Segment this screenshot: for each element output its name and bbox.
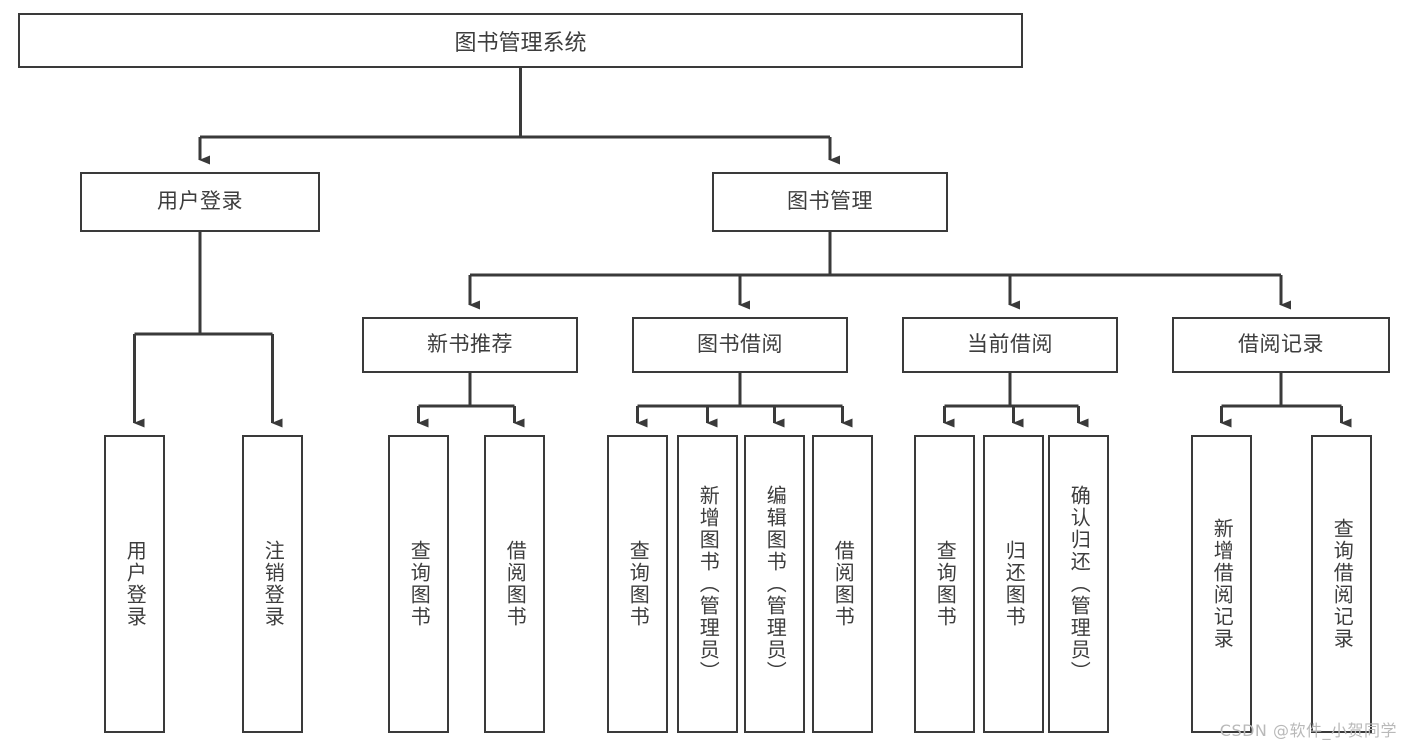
node-root-system[interactable]: 图书管理系统 <box>18 13 1023 68</box>
node-label: 查询图书 <box>626 540 651 628</box>
node-new-book-recommend[interactable]: 新书推荐 <box>362 317 578 373</box>
leaf-leaf-query-book-2[interactable]: 查询图书 <box>607 435 668 733</box>
node-book-borrow[interactable]: 图书借阅 <box>632 317 848 373</box>
node-borrow-record[interactable]: 借阅记录 <box>1172 317 1390 373</box>
watermark: CSDN @软件_小贺同学 <box>1219 721 1397 740</box>
node-label: 编辑图书（管理员） <box>763 485 788 683</box>
leaf-leaf-borrow-book-2[interactable]: 借阅图书 <box>812 435 873 733</box>
leaf-leaf-user-login[interactable]: 用户登录 <box>104 435 165 733</box>
leaf-leaf-query-record[interactable]: 查询借阅记录 <box>1311 435 1372 733</box>
node-label: 注销登录 <box>261 540 286 628</box>
node-label: 借阅图书 <box>503 540 528 628</box>
leaf-leaf-user-logout[interactable]: 注销登录 <box>242 435 303 733</box>
leaf-leaf-confirm-return[interactable]: 确认归还（管理员） <box>1048 435 1109 733</box>
leaf-leaf-add-record[interactable]: 新增借阅记录 <box>1191 435 1252 733</box>
node-label: 查询图书 <box>407 540 432 628</box>
node-label: 查询借阅记录 <box>1330 518 1355 650</box>
node-current-borrow[interactable]: 当前借阅 <box>902 317 1118 373</box>
node-label: 查询图书 <box>933 540 958 628</box>
node-label: 用户登录 <box>123 540 148 628</box>
node-label: 借阅图书 <box>831 540 856 628</box>
leaf-leaf-query-book-1[interactable]: 查询图书 <box>388 435 449 733</box>
node-label: 新增图书（管理员） <box>696 485 721 683</box>
node-book-manage[interactable]: 图书管理 <box>712 172 948 232</box>
leaf-leaf-query-book-3[interactable]: 查询图书 <box>914 435 975 733</box>
node-label: 归还图书 <box>1002 540 1027 628</box>
leaf-leaf-edit-book[interactable]: 编辑图书（管理员） <box>744 435 805 733</box>
node-user-login[interactable]: 用户登录 <box>80 172 320 232</box>
leaf-leaf-borrow-book-1[interactable]: 借阅图书 <box>484 435 545 733</box>
node-label: 新增借阅记录 <box>1210 518 1235 650</box>
node-label: 确认归还（管理员） <box>1067 485 1092 683</box>
leaf-leaf-return-book[interactable]: 归还图书 <box>983 435 1044 733</box>
leaf-leaf-add-book[interactable]: 新增图书（管理员） <box>677 435 738 733</box>
